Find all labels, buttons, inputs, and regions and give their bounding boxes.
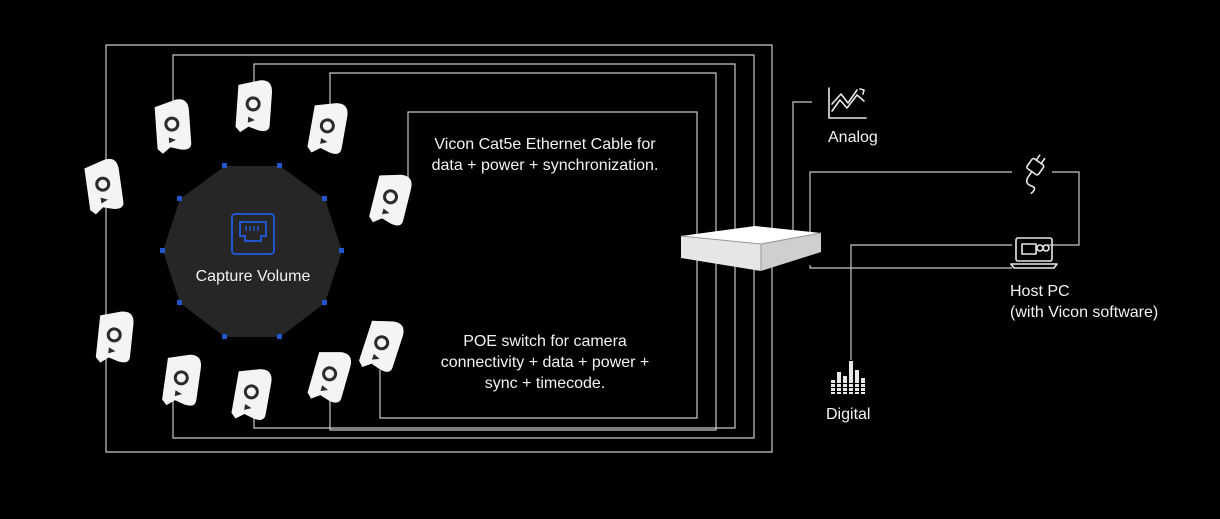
camera-icon <box>154 98 192 155</box>
camera-icon <box>367 169 414 230</box>
selection-handle <box>222 163 227 168</box>
cable-note-line: data + power + synchronization. <box>431 157 659 174</box>
camera-icon <box>161 351 203 410</box>
cable-pc-loop <box>792 101 812 232</box>
camera-icon <box>83 157 125 216</box>
selection-handle <box>222 334 227 339</box>
cable-note: Vicon Cat5e Ethernet Cable for data + po… <box>410 134 680 176</box>
host-pc-subtitle: (with Vicon software) <box>1010 304 1159 321</box>
host-pc-label: Host PC (with Vicon software) <box>1010 281 1158 323</box>
switch-note-line: connectivity + data + power + <box>440 354 650 371</box>
capture-volume-label: Capture Volume <box>195 268 311 285</box>
cable-pc-return <box>1046 171 1080 246</box>
camera-icon <box>230 365 274 424</box>
analog-label: Analog <box>828 129 878 146</box>
selection-handle <box>322 300 327 305</box>
cable-switch-pc <box>809 265 1012 269</box>
camera-icon <box>306 99 350 158</box>
selection-handle <box>160 248 165 253</box>
power-plug-icon <box>1025 154 1046 195</box>
capture-volume <box>160 163 344 339</box>
cable-to-pc <box>809 171 1012 250</box>
selection-handle <box>322 196 327 201</box>
analog-chart-icon <box>828 87 867 119</box>
digital-label: Digital <box>826 406 871 423</box>
camera-icon <box>357 314 407 376</box>
host-pc-title: Host PC <box>1010 283 1070 300</box>
selection-handle <box>177 300 182 305</box>
camera-icon <box>95 309 135 366</box>
switch-note-line: sync + timecode. <box>484 375 606 392</box>
cable-cam-5 <box>379 111 698 419</box>
digital-equalizer-icon <box>829 361 867 394</box>
cable-digital <box>850 244 1012 360</box>
camera-icon <box>235 78 273 135</box>
selection-handle <box>339 248 344 253</box>
laptop-icon <box>1010 237 1058 269</box>
ethernet-port-icon <box>231 213 275 255</box>
switch-note: POE switch for camera connectivity + dat… <box>415 331 675 394</box>
selection-handle <box>277 163 282 168</box>
poe-switch-icon <box>680 226 822 271</box>
selection-handle <box>177 196 182 201</box>
switch-note-line: POE switch for camera <box>463 333 627 350</box>
selection-handle <box>277 334 282 339</box>
cable-note-line: Vicon Cat5e Ethernet Cable for <box>434 136 656 153</box>
capture-volume-shape <box>163 166 342 337</box>
camera-icon <box>306 346 354 407</box>
